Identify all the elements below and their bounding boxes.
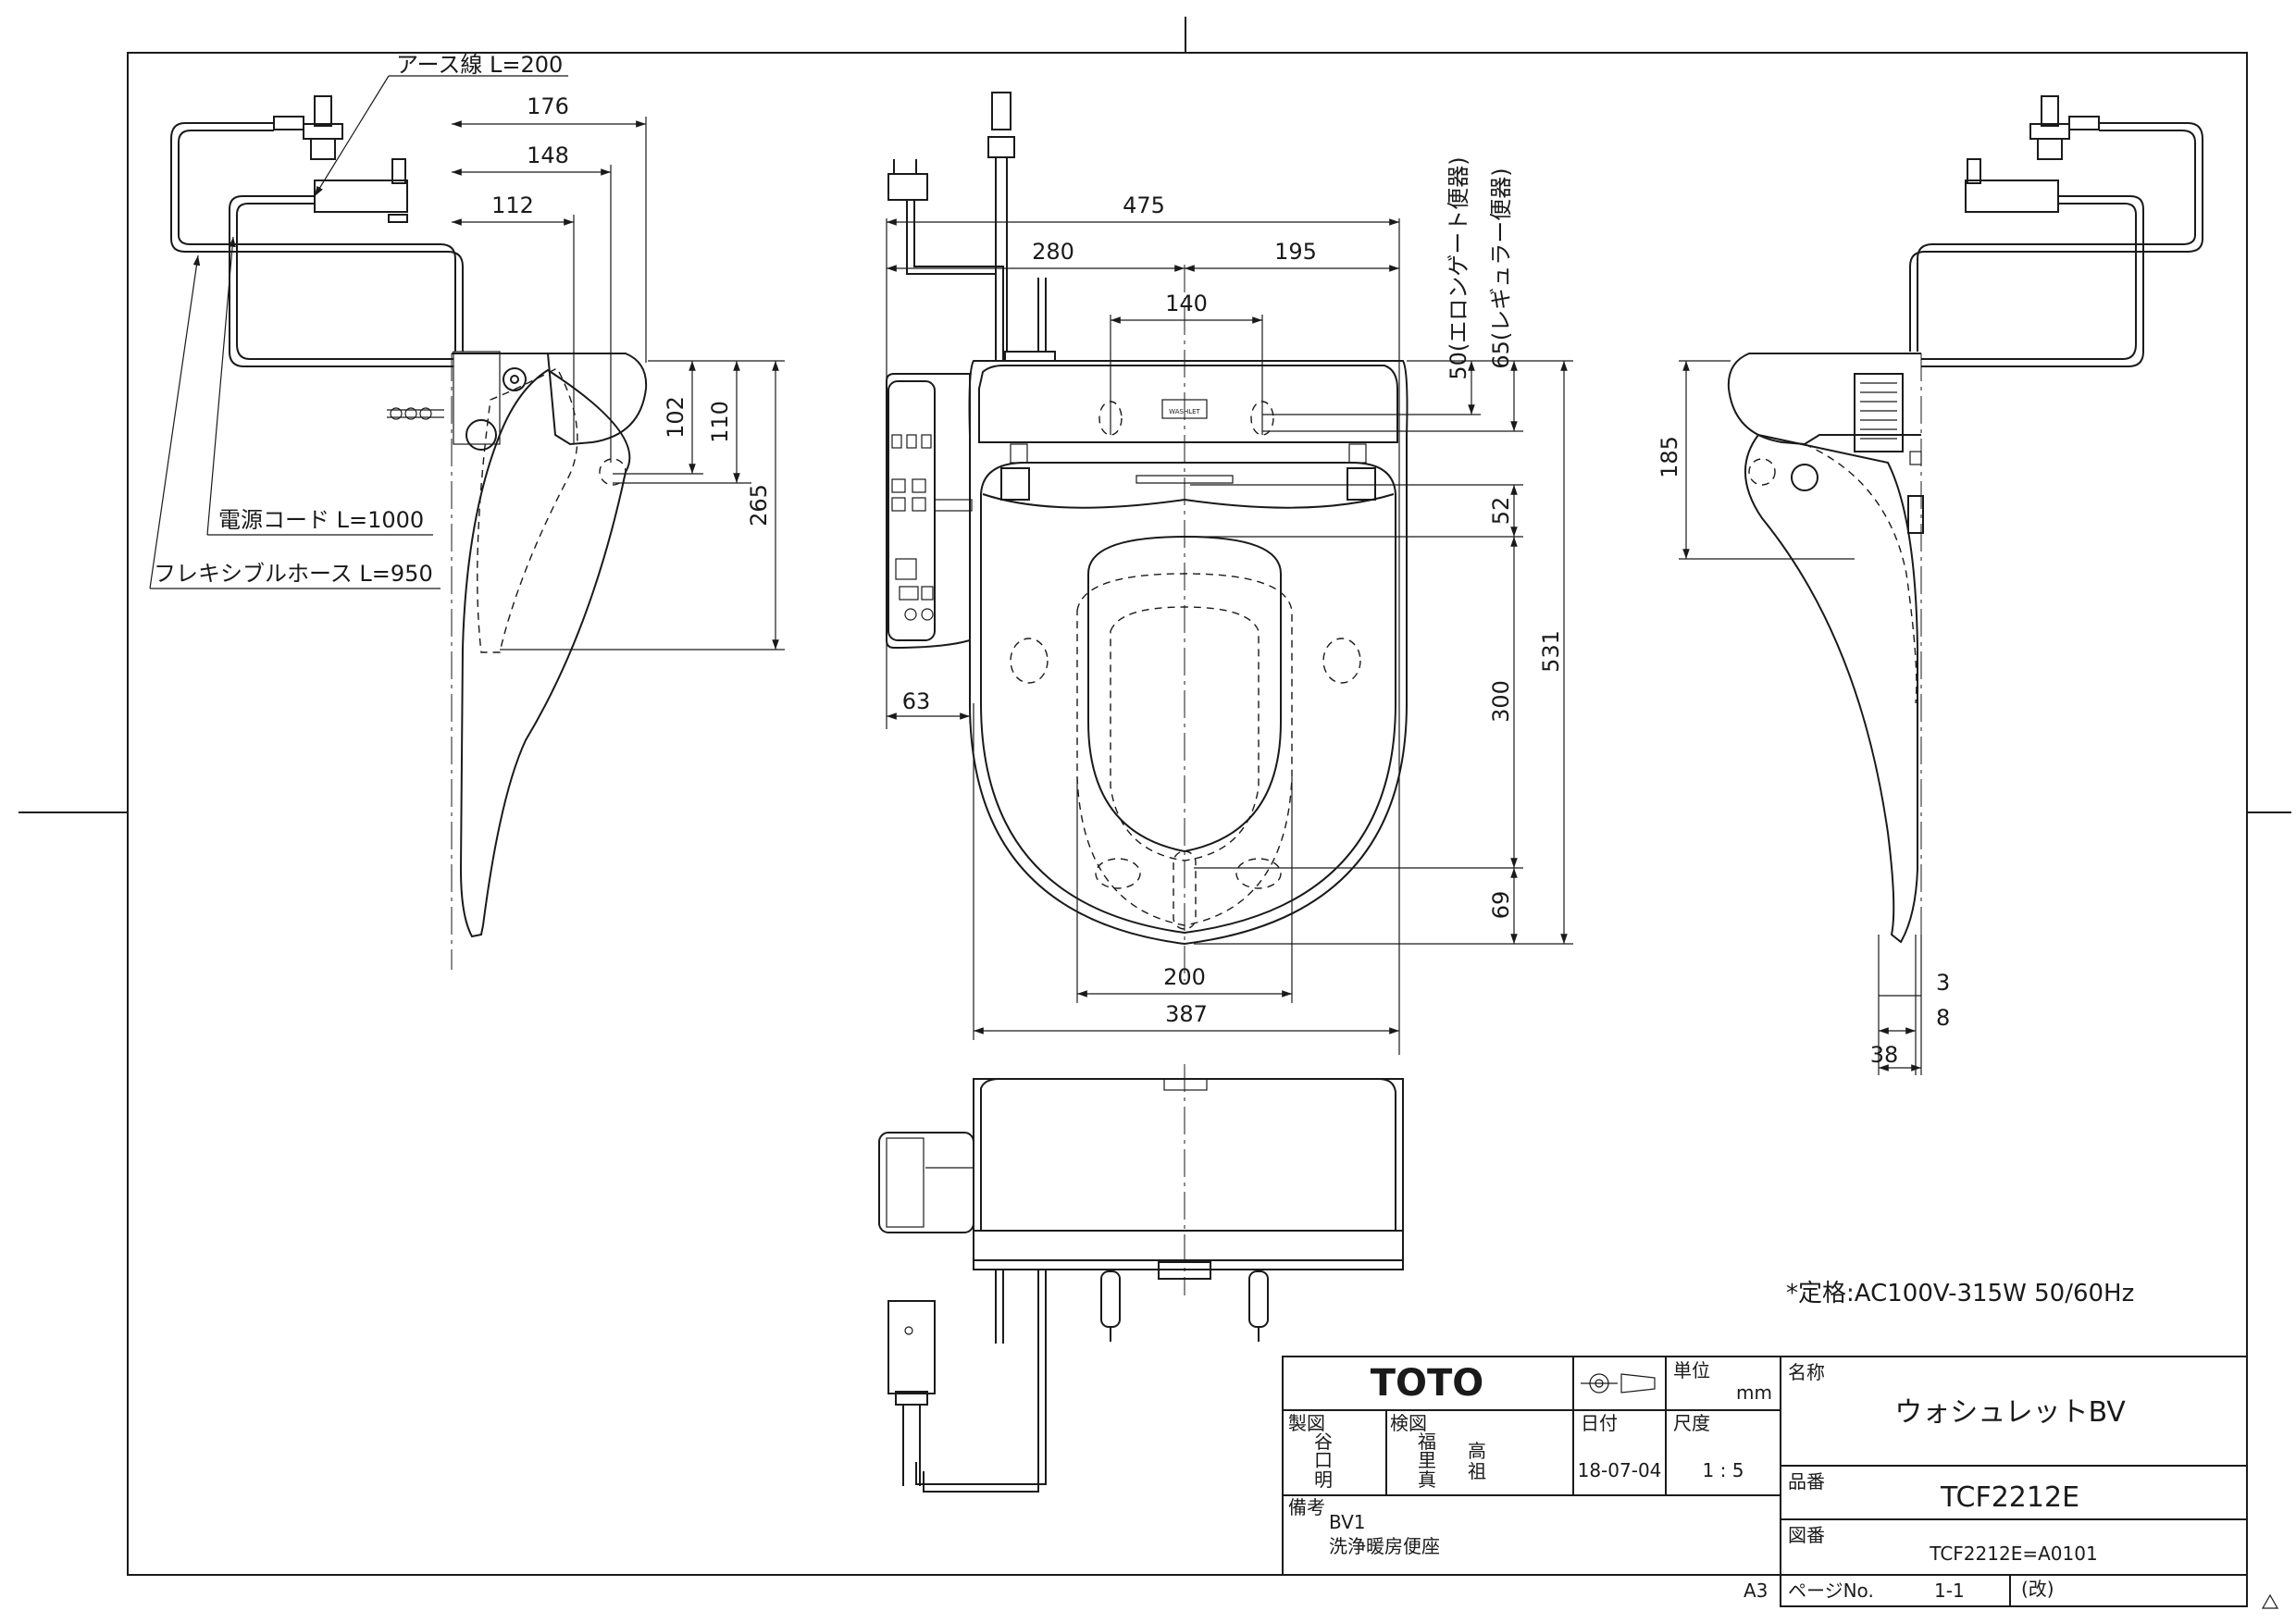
checked-label: 検図: [1390, 1412, 1427, 1434]
sheet-size: A3: [1744, 1580, 1768, 1602]
dim-112: 112: [491, 192, 534, 218]
scale-value: 1 : 5: [1703, 1459, 1744, 1481]
dim-531: 531: [1538, 630, 1564, 673]
dim-185: 185: [1657, 436, 1682, 478]
front-plug: [887, 1300, 1047, 1493]
note-flex-hose: フレキシブルホース L=950: [154, 561, 433, 587]
drawn-3: 明: [1314, 1468, 1333, 1491]
note-gate-toilet: 50(エロンゲート便器): [1446, 156, 1471, 379]
stop-valve-left: [273, 95, 343, 160]
front-remote: [878, 1132, 974, 1233]
revision-label: (改): [2021, 1578, 2054, 1600]
drawing-value: TCF2212E=A0101: [1929, 1542, 2097, 1565]
remarks-label: 備考: [1288, 1496, 1325, 1518]
dim-52: 52: [1488, 497, 1514, 526]
page-value: 1-1: [1934, 1580, 1965, 1602]
drawn-1: 谷: [1314, 1431, 1333, 1453]
dim-3: 3: [1936, 970, 1950, 996]
note-power-cord: 電源コード L=1000: [218, 507, 424, 533]
name-value: ウォシュレットBV: [1894, 1396, 2126, 1429]
dim-200: 200: [1163, 964, 1206, 990]
dim-176: 176: [527, 93, 569, 119]
right-side-view: 185 3 8 38: [1657, 95, 2203, 1075]
left-side-view: 176 148 112 102 110 265 アース線 L=200 電源コード…: [149, 52, 785, 970]
plan-view: WASHLET 475 280 195 1: [886, 92, 1573, 1055]
unit-label: 単位: [1673, 1359, 1710, 1381]
brand-logo: TOTO: [1371, 1362, 1484, 1405]
dim-38: 38: [1870, 1042, 1899, 1068]
date-label: 日付: [1581, 1412, 1618, 1434]
dim-69: 69: [1488, 891, 1514, 920]
dim-475: 475: [1123, 192, 1165, 218]
dim-280: 280: [1032, 239, 1074, 265]
dim-8: 8: [1936, 1005, 1950, 1031]
page-label: ページNo.: [1788, 1580, 1874, 1602]
title-block: TOTO 単位 mm 製図 谷 口 明 検図 福 里 真 高 祖 日付 18-0…: [1282, 1356, 2248, 1607]
dim-102: 102: [663, 396, 689, 439]
checked-4: 高: [1468, 1440, 1486, 1462]
power-plug: [887, 159, 1004, 361]
dim-300: 300: [1488, 680, 1514, 723]
dim-140: 140: [1165, 291, 1208, 316]
checked-5: 祖: [1468, 1460, 1486, 1482]
drawn-2: 口: [1314, 1449, 1333, 1471]
date-value: 18-07-04: [1578, 1459, 1662, 1481]
drawn-label: 製図: [1288, 1412, 1325, 1434]
sheet-frame: [19, 17, 2291, 1609]
remarks-1: BV1: [1329, 1511, 1366, 1533]
dim-265: 265: [746, 484, 772, 527]
part-label: 品番: [1788, 1470, 1825, 1493]
scale-label: 尺度: [1673, 1412, 1710, 1434]
remarks-2: 洗浄暖房便座: [1329, 1535, 1440, 1557]
dim-387: 387: [1165, 1001, 1208, 1027]
front-view: [878, 1064, 1404, 1493]
front-fittings: [995, 1261, 1269, 1344]
rating-note: *定格:AC100V-315W 50/60Hz: [1786, 1280, 2134, 1307]
dim-148: 148: [527, 142, 569, 168]
projection-symbol: [1581, 1373, 1656, 1394]
control-buttons: [891, 434, 934, 621]
part-value: TCF2212E: [1940, 1481, 2079, 1514]
dim-195: 195: [1274, 239, 1317, 265]
checked-2: 里: [1418, 1449, 1436, 1471]
unit-value: mm: [1736, 1381, 1772, 1404]
stop-valve-right: [2029, 95, 2100, 160]
note-regular-toilet: 65(レギュラー便器): [1488, 167, 1514, 368]
dim-110: 110: [707, 401, 733, 443]
side-control-panel: [886, 373, 973, 650]
name-label: 名称: [1788, 1361, 1825, 1383]
checked-1: 福: [1418, 1431, 1436, 1453]
drawing-label: 図番: [1788, 1524, 1825, 1546]
note-earth-wire: アース線 L=200: [396, 52, 563, 78]
dim-63: 63: [902, 688, 931, 714]
checked-3: 真: [1418, 1468, 1436, 1491]
vent-grille: [1860, 382, 1897, 440]
